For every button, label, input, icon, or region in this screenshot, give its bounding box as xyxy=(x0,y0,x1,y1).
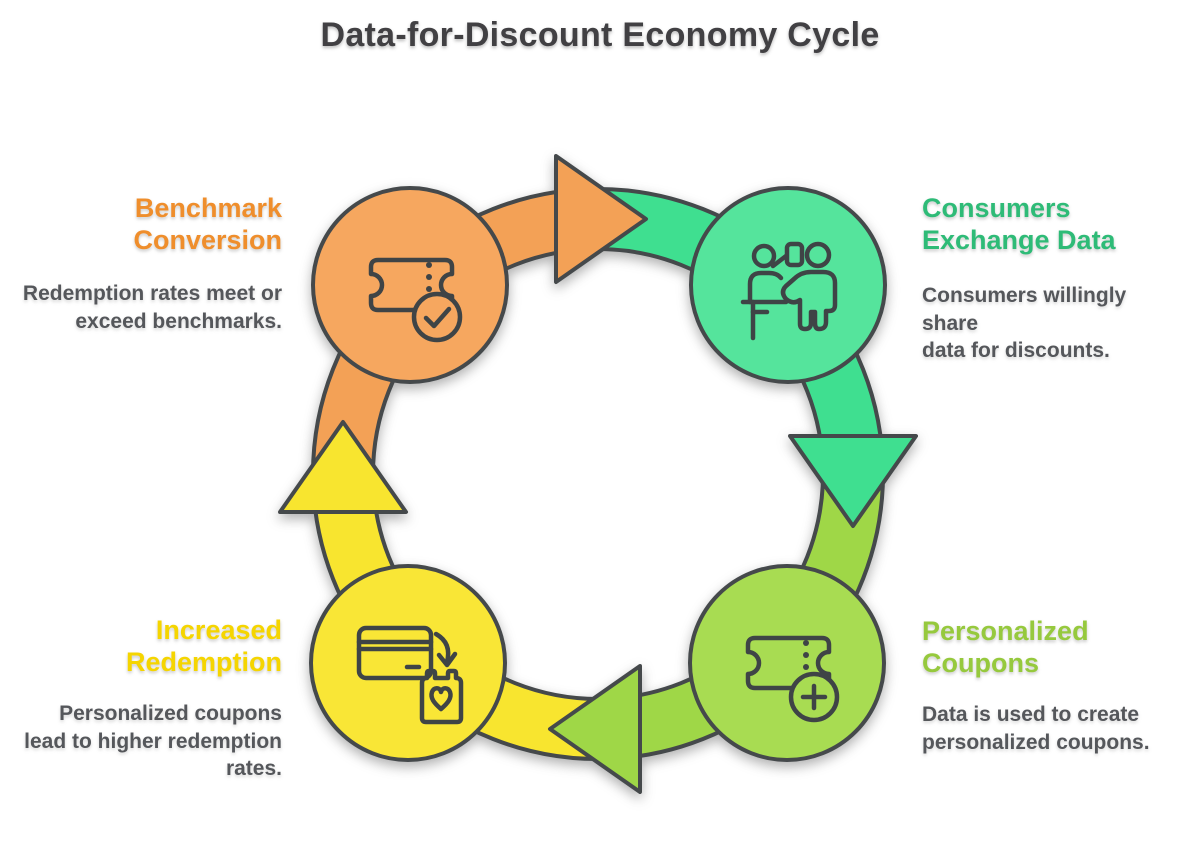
consumers-exchange-data-label: Consumers Exchange Data xyxy=(922,193,1116,256)
increased-redemption-label: Increased Redemption xyxy=(125,615,282,678)
ticket-plus-icon xyxy=(745,635,840,723)
increased-redemption-description: Personalized coupons lead to higher rede… xyxy=(24,702,282,781)
card-to-bag-icon xyxy=(356,625,464,725)
ticket-check-icon xyxy=(368,257,463,343)
node-circle-coupons xyxy=(688,564,886,762)
arrowhead-right-icon xyxy=(554,154,648,284)
consumers-exchange-data-description: Consumers willingly share data for disco… xyxy=(922,284,1127,363)
cycle-ring xyxy=(278,154,918,794)
node-circle-redemption xyxy=(309,564,507,762)
arrowhead-down-icon xyxy=(788,434,918,528)
personalized-coupons-description: Data is used to create personalized coup… xyxy=(922,703,1150,754)
benchmark-conversion-label: Benchmark Conversion xyxy=(133,193,282,256)
personalized-coupons-label: Personalized Coupons xyxy=(922,616,1089,679)
node-circle-benchmark xyxy=(311,186,509,384)
arrowhead-up-icon xyxy=(278,420,408,514)
arrowhead-left-icon xyxy=(548,664,642,794)
page-title: Data-for-Discount Economy Cycle xyxy=(320,16,880,54)
people-exchange-icon xyxy=(740,241,838,341)
benchmark-conversion-description: Redemption rates meet or exceed benchmar… xyxy=(22,282,282,333)
